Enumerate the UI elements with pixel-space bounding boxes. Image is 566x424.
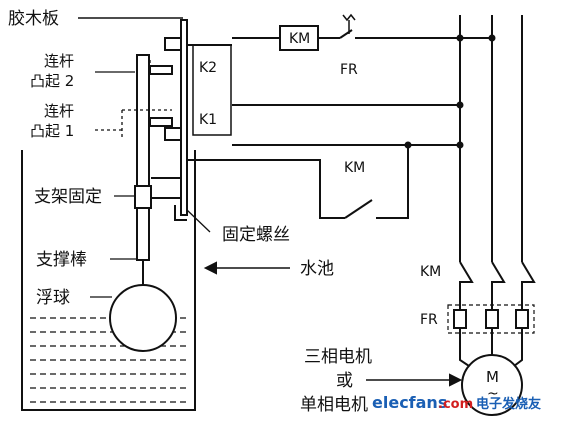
wire-aux-return — [376, 145, 409, 219]
bracket-fixed-block — [134, 185, 152, 209]
wire-lower-loop — [187, 159, 345, 219]
cam-1-dotted-outline — [121, 109, 172, 140]
label-link-cam-2-line2: 凸起 2 — [30, 72, 74, 90]
label-link-cam-2-line1: 连杆 — [44, 52, 74, 70]
label-switch-k1: K1 — [199, 112, 217, 128]
float-ball — [109, 284, 177, 352]
label-motor-desc-2: 或 — [336, 371, 353, 391]
bakelite-board — [180, 19, 188, 216]
switch-k1-body — [164, 127, 182, 141]
label-bakelite-board: 胶木板 — [8, 9, 59, 29]
label-motor-sub: ~ — [487, 386, 499, 402]
link-cam-2-block — [149, 65, 173, 75]
switch-k2-body — [164, 37, 182, 51]
label-motor-desc-1: 三相电机 — [304, 347, 372, 367]
label-link-cam-1-line1: 连杆 — [44, 102, 74, 120]
label-fr-contact: FR — [340, 62, 358, 78]
fixing-screw-leader — [186, 209, 211, 233]
link-cam-1-block — [149, 117, 173, 127]
km-main-contacts — [459, 261, 536, 300]
label-fixing-screw: 固定螺丝 — [222, 225, 290, 245]
watermark-brand: elecfans — [372, 393, 447, 412]
km-aux-contact — [344, 199, 373, 219]
label-fr-heater: FR — [420, 312, 438, 328]
watermark-domain: .com — [438, 397, 473, 412]
link-rod — [136, 54, 150, 261]
label-float-ball: 浮球 — [36, 288, 70, 308]
motor-circle — [461, 354, 523, 416]
water-tank-outline — [21, 150, 196, 411]
fixing-screw-bracket — [174, 205, 187, 221]
label-motor-desc-3: 单相电机 — [300, 395, 368, 415]
watermark: elecfans .com 电子发烧友 — [372, 393, 541, 412]
label-motor: M — [486, 368, 499, 386]
label-water-tank: 水池 — [300, 259, 334, 279]
label-switch-k2: K2 — [199, 60, 217, 76]
label-link-cam-1-line2: 凸起 1 — [30, 122, 74, 140]
label-km-main: KM — [420, 264, 441, 280]
fr-contact-symbol — [342, 13, 356, 22]
fr-nc-contact — [339, 29, 353, 39]
switch-housing — [192, 44, 232, 136]
label-support-rod: 支撑棒 — [36, 250, 87, 270]
label-bracket-fixed: 支架固定 — [34, 187, 102, 207]
fr-heater-elements — [447, 304, 535, 334]
watermark-cn: 电子发烧友 — [476, 396, 541, 412]
label-km-aux: KM — [344, 160, 365, 176]
label-contactor-coil: KM — [289, 31, 310, 47]
